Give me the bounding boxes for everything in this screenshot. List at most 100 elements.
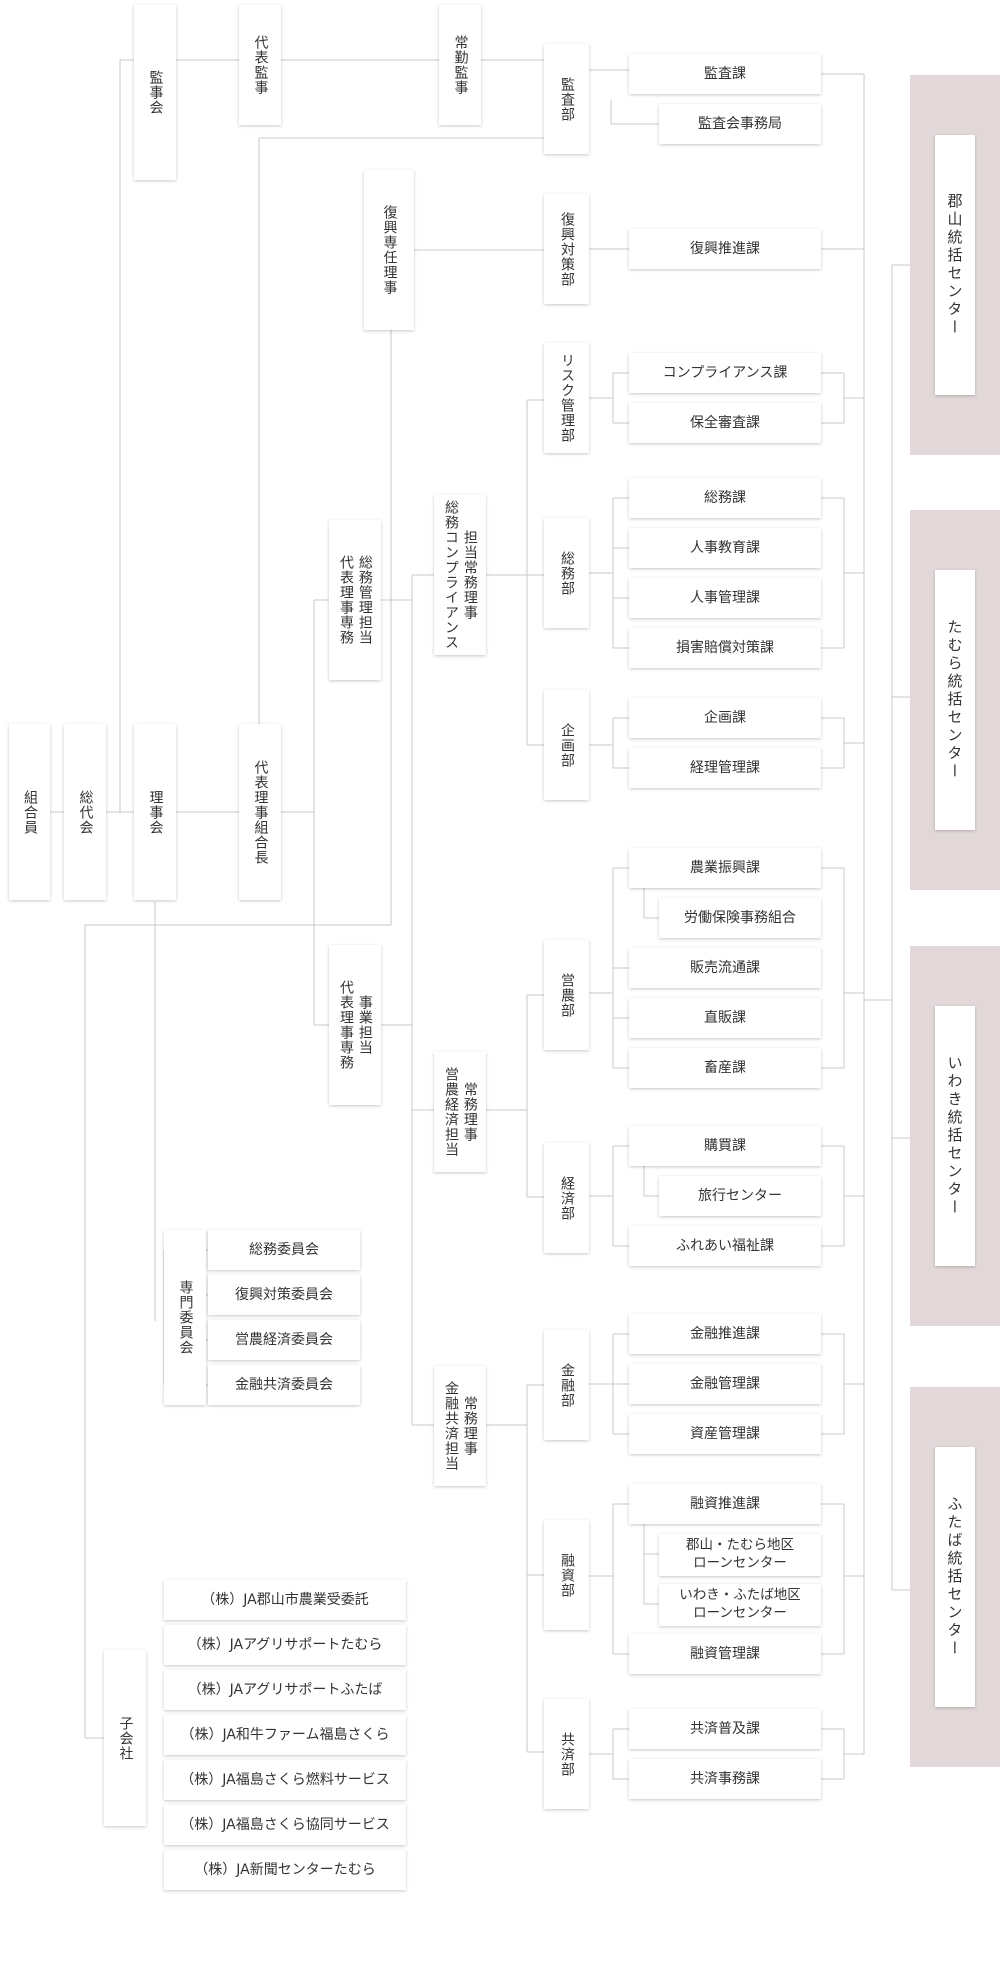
center-label: たむら統括センター bbox=[945, 619, 964, 781]
dept-risk: リスク管理部 bbox=[544, 343, 589, 453]
dept-reconstruction: 復興対策部 bbox=[544, 194, 589, 304]
section-label: 復興推進課 bbox=[690, 240, 760, 257]
subsidiary-item: （株）JAアグリサポートたむら bbox=[164, 1625, 406, 1665]
board-of-auditors-label: 監事会 bbox=[147, 70, 164, 115]
dept-economy-label: 経済部 bbox=[558, 1175, 575, 1221]
dept-loans-label: 融資部 bbox=[558, 1552, 575, 1598]
section-label: 農業振興課 bbox=[690, 859, 760, 876]
dept-mutual-aid: 共済部 bbox=[544, 1699, 589, 1809]
committee-item: 復興対策委員会 bbox=[208, 1275, 360, 1315]
section-label: ふれあい福祉課 bbox=[676, 1237, 774, 1254]
exec-director-finance-box: 金融共済担当常務理事 bbox=[434, 1366, 486, 1486]
subsidiary-item: （株）JA和牛ファーム福島さくら bbox=[164, 1715, 406, 1755]
committee-item: 営農経済委員会 bbox=[208, 1320, 360, 1360]
section-box: 購買課 bbox=[629, 1126, 821, 1166]
board-of-directors-label: 理事会 bbox=[147, 789, 164, 835]
section-box: 農業振興課 bbox=[629, 848, 821, 888]
section-label: 融資管理課 bbox=[690, 1645, 760, 1662]
dept-planning-label: 企画部 bbox=[558, 722, 575, 768]
exec-director-agri-line2: 常務理事 bbox=[461, 1082, 478, 1142]
section-label: 旅行センター bbox=[698, 1187, 782, 1204]
section-box: 共済普及課 bbox=[629, 1709, 821, 1749]
center-box: たむら統括センター bbox=[935, 570, 975, 830]
senior-director-admin-line1: 代表理事専務 bbox=[338, 555, 354, 645]
section-label: 金融推進課 bbox=[690, 1325, 760, 1342]
section-box: 畜産課 bbox=[629, 1048, 821, 1088]
subsidiary-label: （株）JA郡山市農業受委託 bbox=[201, 1591, 369, 1608]
subsidiary-label: （株）JA福島さくら燃料サービス bbox=[180, 1771, 390, 1788]
dept-loans: 融資部 bbox=[544, 1520, 589, 1630]
board-of-auditors-box: 監事会 bbox=[134, 5, 176, 180]
section-box: 金融管理課 bbox=[629, 1364, 821, 1404]
dept-reconstruction-label: 復興対策部 bbox=[558, 211, 575, 287]
representative-auditor-box: 代表監事 bbox=[239, 5, 281, 125]
representative-auditor-label: 代表監事 bbox=[252, 35, 269, 95]
senior-director-business-line2: 事業担当 bbox=[356, 995, 373, 1055]
center-label: いわき統括センター bbox=[945, 1055, 964, 1217]
subsidiary-label: （株）JAアグリサポートふたば bbox=[187, 1681, 383, 1698]
section-label: 販売流通課 bbox=[690, 959, 760, 976]
representative-director-label: 代表理事組合長 bbox=[252, 759, 269, 865]
senior-director-business-box: 代表理事専務事業担当 bbox=[329, 945, 381, 1105]
exec-director-agri-line1: 営農経済担当 bbox=[443, 1067, 459, 1157]
dept-finance: 金融部 bbox=[544, 1330, 589, 1440]
section-label: 経理管理課 bbox=[690, 759, 760, 776]
section-label: いわき・ふたば地区 ローンセンター bbox=[679, 1587, 801, 1621]
section-box: 資産管理課 bbox=[629, 1414, 821, 1454]
committee-label: 営農経済委員会 bbox=[235, 1331, 333, 1348]
members-box: 組合員 bbox=[9, 724, 50, 900]
section-label: 購買課 bbox=[704, 1137, 746, 1154]
dept-mutual-aid-label: 共済部 bbox=[558, 1731, 575, 1777]
members-label: 組合員 bbox=[21, 789, 38, 835]
section-label: 融資推進課 bbox=[690, 1495, 760, 1512]
section-box: 経理管理課 bbox=[629, 748, 821, 788]
section-box: 直販課 bbox=[629, 998, 821, 1038]
section-box: 労働保険事務組合 bbox=[659, 898, 821, 938]
exec-director-compliance-box: 総務コンプライアンス担当常務理事 bbox=[434, 495, 486, 655]
section-box: 融資管理課 bbox=[629, 1634, 821, 1674]
exec-director-compliance-line1: 総務コンプライアンス bbox=[443, 500, 459, 650]
subsidiaries-box: 子会社 bbox=[104, 1650, 146, 1826]
section-box: ふれあい福祉課 bbox=[629, 1226, 821, 1266]
committee-label: 金融共済委員会 bbox=[235, 1376, 333, 1393]
committees-label: 専門委員会 bbox=[177, 1280, 194, 1355]
subsidiary-item: （株）JA福島さくら協同サービス bbox=[164, 1805, 406, 1845]
section-box: 販売流通課 bbox=[629, 948, 821, 988]
section-label: 金融管理課 bbox=[690, 1375, 760, 1392]
section-label: 労働保険事務組合 bbox=[684, 909, 796, 926]
dept-risk-label: リスク管理部 bbox=[558, 353, 575, 443]
full-time-auditor-label: 常勤監事 bbox=[452, 35, 469, 95]
section-label: 保全審査課 bbox=[690, 414, 760, 431]
senior-director-admin-box: 代表理事専務総務管理担当 bbox=[329, 520, 381, 680]
section-label: 監査課 bbox=[704, 65, 746, 82]
subsidiaries-label: 子会社 bbox=[117, 1715, 134, 1761]
section-box: 旅行センター bbox=[659, 1176, 821, 1216]
center-label: 郡山統括センター bbox=[945, 193, 964, 337]
subsidiary-item: （株）JAアグリサポートふたば bbox=[164, 1670, 406, 1710]
committee-label: 総務委員会 bbox=[249, 1241, 319, 1258]
dept-economy: 経済部 bbox=[544, 1143, 589, 1253]
exec-director-agri-box: 営農経済担当常務理事 bbox=[434, 1052, 486, 1172]
dept-audit-label: 監査部 bbox=[558, 76, 575, 122]
board-of-directors-box: 理事会 bbox=[134, 724, 176, 900]
section-box: 共済事務課 bbox=[629, 1759, 821, 1799]
dept-general-affairs: 総務部 bbox=[544, 518, 589, 628]
dept-finance-label: 金融部 bbox=[558, 1362, 575, 1408]
section-label: 畜産課 bbox=[704, 1059, 746, 1076]
general-assembly-box: 総代会 bbox=[64, 724, 106, 900]
section-box: 融資推進課 bbox=[629, 1484, 821, 1524]
section-box: 復興推進課 bbox=[629, 229, 821, 269]
committees-box: 専門委員会 bbox=[164, 1230, 206, 1405]
section-box: 人事教育課 bbox=[629, 528, 821, 568]
subsidiary-item: （株）JA新聞センターたむら bbox=[164, 1850, 406, 1890]
exec-director-finance-line1: 金融共済担当 bbox=[443, 1381, 459, 1471]
dept-audit: 監査部 bbox=[544, 44, 589, 154]
dept-planning: 企画部 bbox=[544, 690, 589, 800]
section-label: 郡山・たむら地区 ローンセンター bbox=[686, 1537, 794, 1571]
section-box: 保全審査課 bbox=[629, 403, 821, 443]
section-label: 資産管理課 bbox=[690, 1425, 760, 1442]
section-box: いわき・ふたば地区 ローンセンター bbox=[659, 1584, 821, 1626]
exec-director-compliance-line2: 担当常務理事 bbox=[461, 530, 478, 620]
reconstruction-director-box: 復興専任理事 bbox=[364, 170, 414, 330]
